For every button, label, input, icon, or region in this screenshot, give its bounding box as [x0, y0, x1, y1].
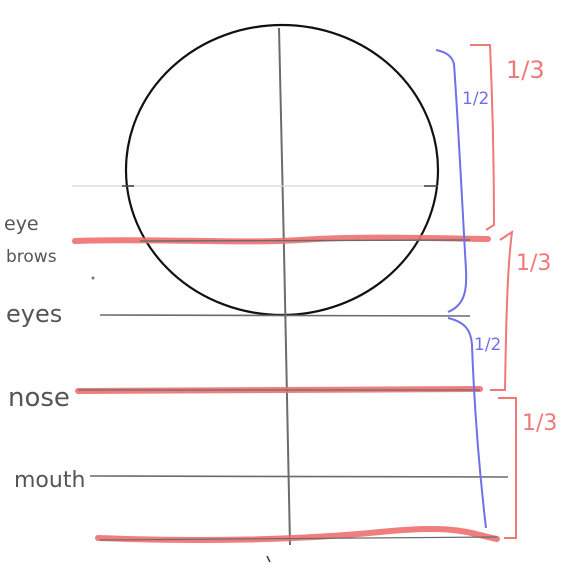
fraction-half-lower: 1/2 [474, 335, 501, 355]
fraction-half-upper: 1/2 [462, 89, 489, 109]
label-eyebrows-line1: eye [4, 213, 39, 235]
label-eyebrows-line2: brows [6, 247, 57, 267]
fraction-third-bottom: 1/3 [522, 411, 557, 436]
red-bracket-bottom-third [498, 397, 518, 539]
label-eyes: eyes [6, 300, 62, 328]
fraction-third-middle: 1/3 [516, 251, 551, 276]
red-bracket-top-third [470, 44, 496, 231]
label-nose: nose [8, 383, 70, 413]
fraction-third-top: 1/3 [506, 56, 545, 84]
red-bracket-middle-third [490, 229, 514, 391]
chin-guide-line [99, 536, 498, 541]
label-mouth: mouth [14, 468, 85, 493]
eye-line [99, 314, 471, 317]
blue-bracket-upper [435, 49, 468, 313]
eyebrow-guide-line [139, 239, 471, 242]
stray-dot [91, 276, 95, 280]
blue-bracket-lower [447, 317, 487, 529]
stray-mark [266, 555, 271, 563]
vertical-center-line [278, 27, 291, 546]
mouth-line [89, 475, 509, 478]
